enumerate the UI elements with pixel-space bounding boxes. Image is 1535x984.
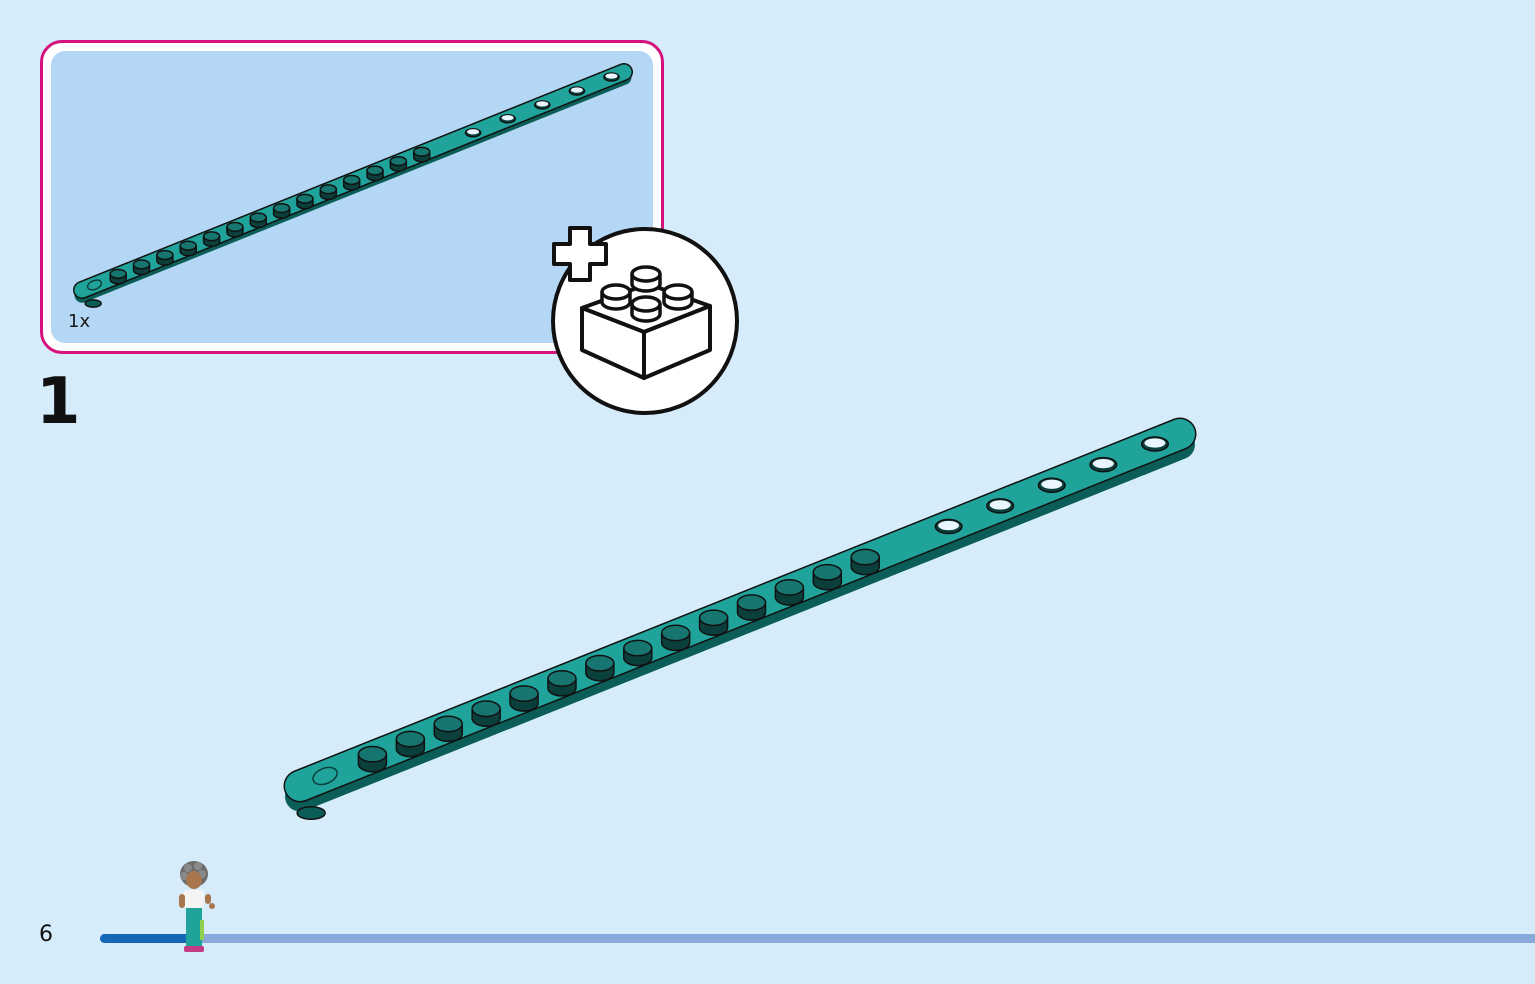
part-quantity: 1x [68,311,91,332]
main-strip-stud [774,578,805,606]
minifigure-icon [179,861,215,952]
step-number: 1 [36,365,81,439]
main-strip-stud [471,700,501,727]
main-strip-stud [623,639,653,667]
main-strip-stud [433,715,463,743]
main-strip-stud [850,548,880,576]
main-strip-stud [812,563,843,591]
progress-fill [100,934,194,943]
main-strip-hole [934,518,963,535]
main-strip-stud [585,654,615,682]
main-strip-stud [660,624,691,652]
main-strip-hole [1140,436,1169,452]
main-strip-hole [1037,477,1066,494]
main-strip-stud [547,669,577,697]
main-strip-stud [357,745,388,773]
main-strip-stud [698,609,729,636]
main-strip-hole [1089,456,1118,473]
main-strip-stud [395,730,426,758]
main-strip-stud [509,685,539,712]
page-number: 6 [39,922,53,947]
plus-brick-icon [551,226,739,415]
progress-track [100,934,1535,943]
main-strip-stud [736,594,767,621]
main-strip-hole [986,498,1015,514]
